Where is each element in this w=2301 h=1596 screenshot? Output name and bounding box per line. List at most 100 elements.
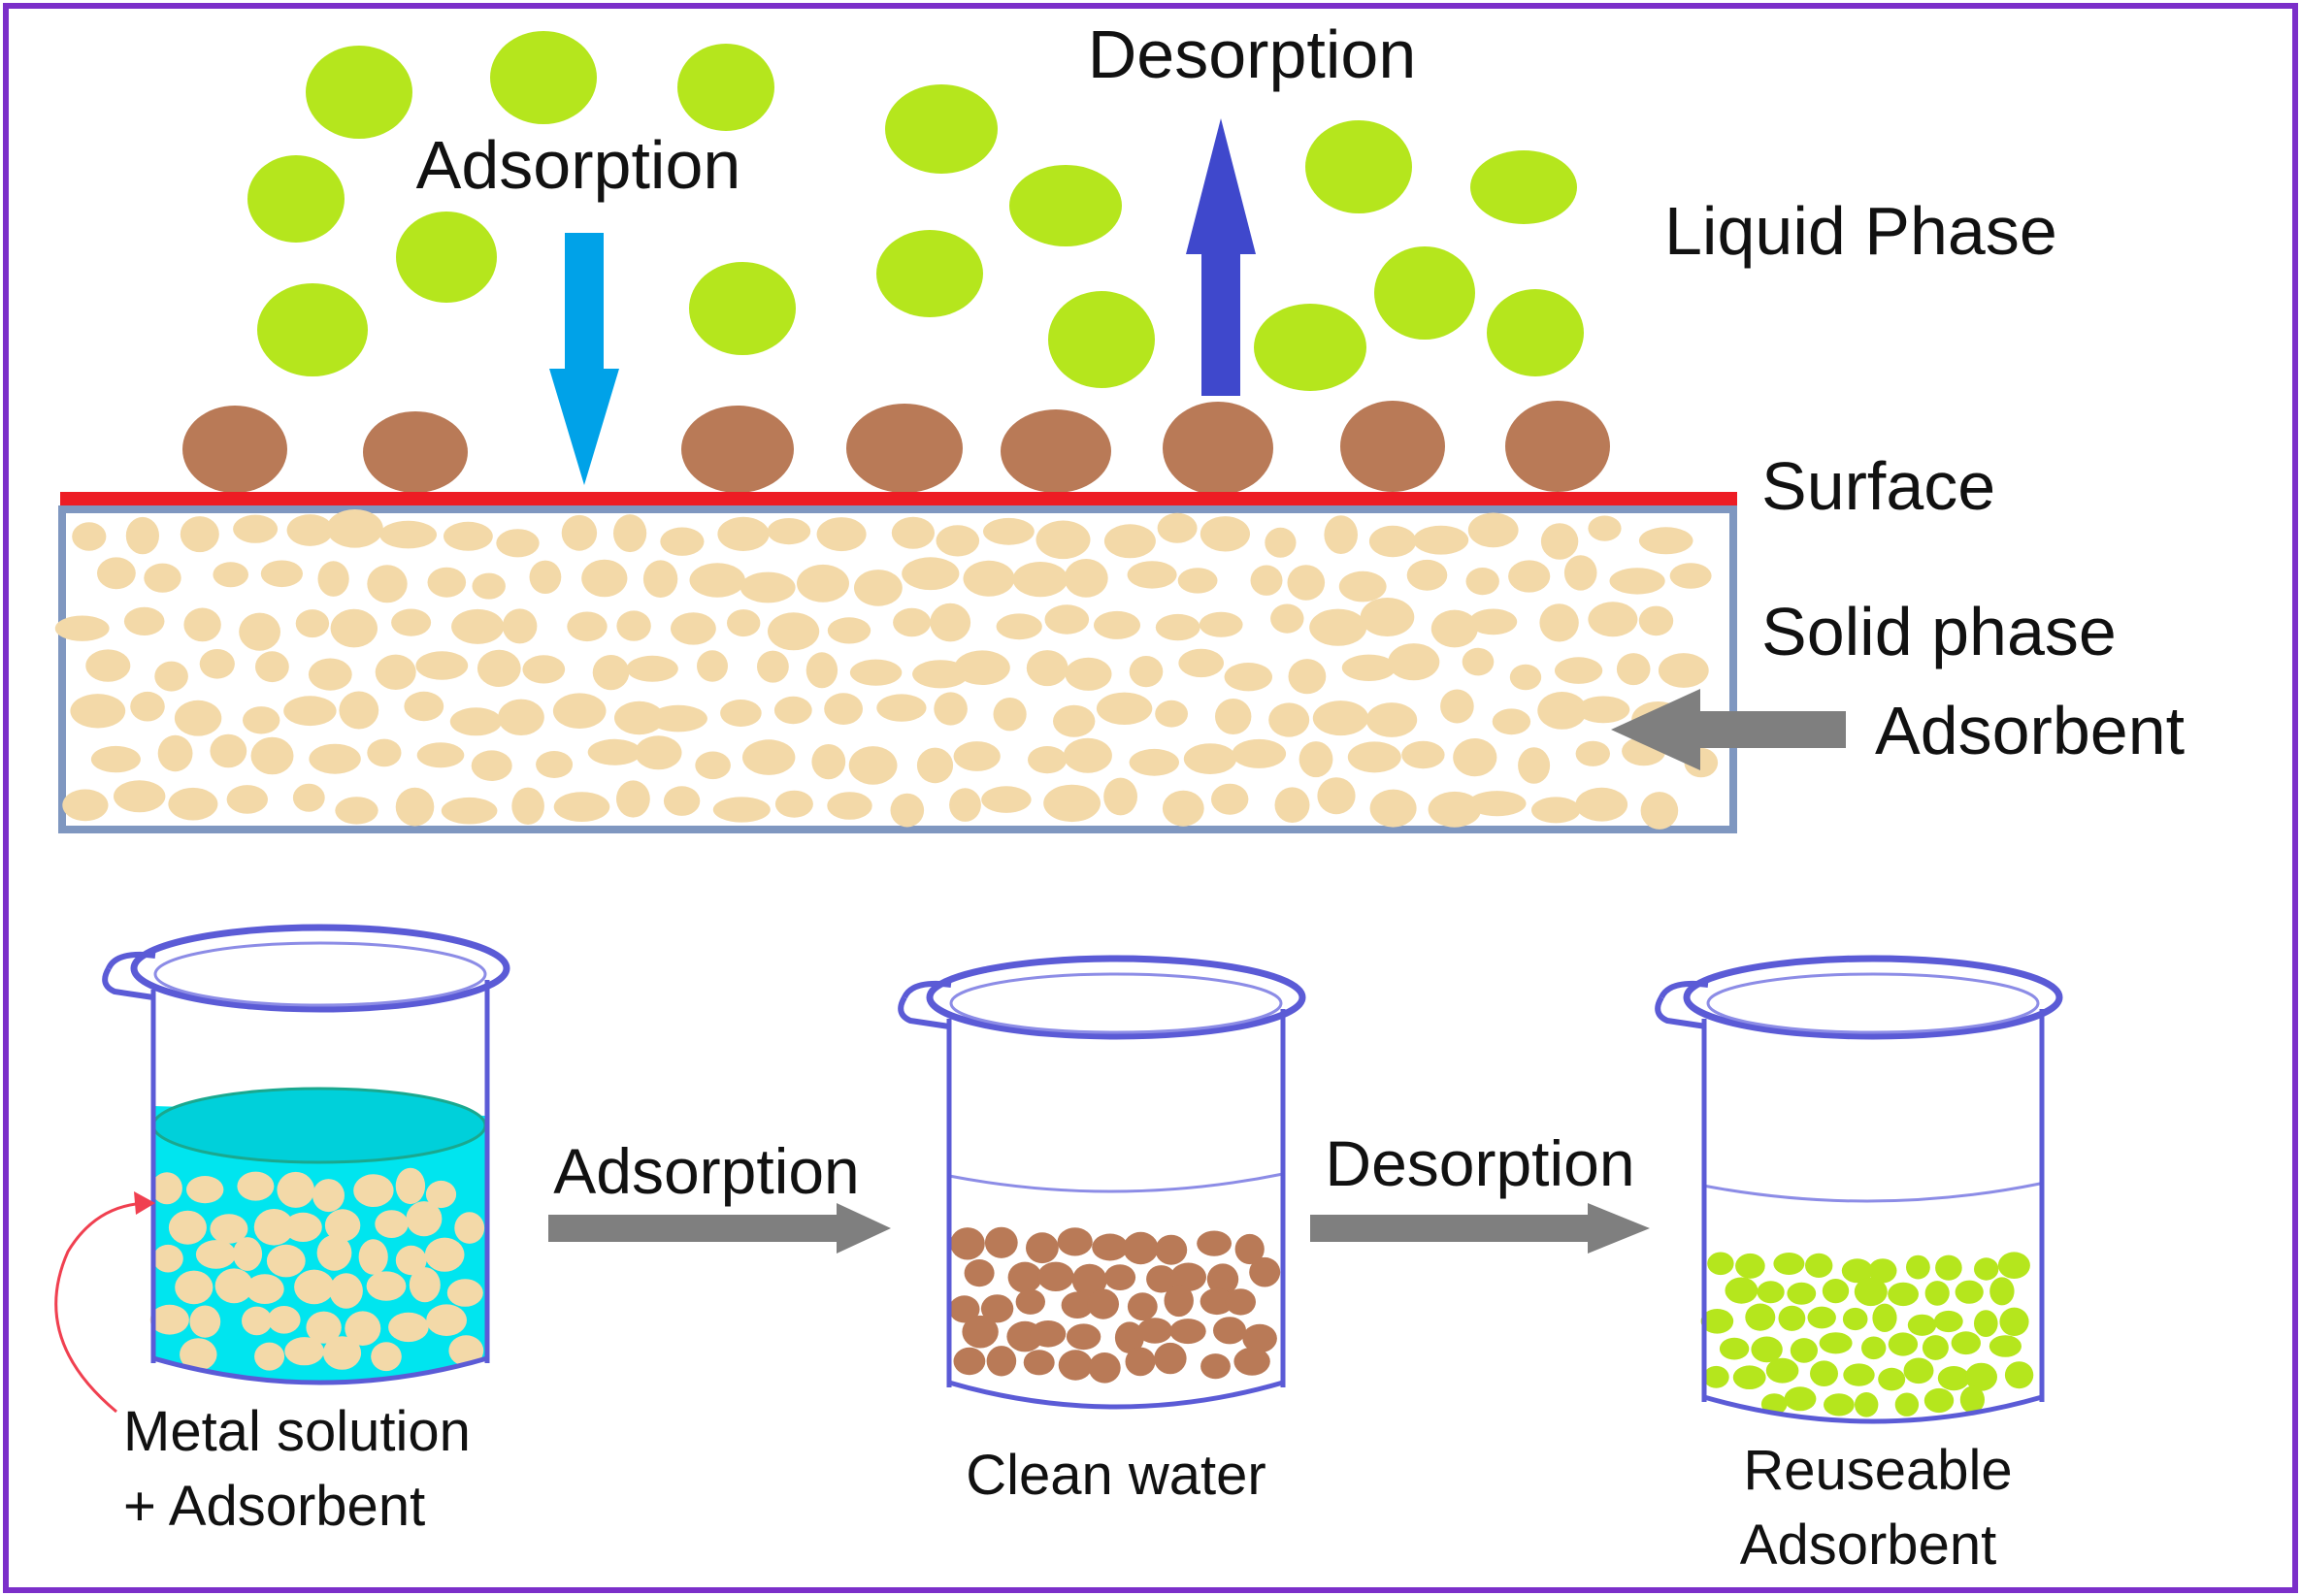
beaker-clean-water [898,955,1306,1410]
beaker1-particle [324,1209,361,1242]
solid-particle [1467,791,1527,817]
beaker1-caption-line2: + Adsorbent [123,1475,425,1538]
solid-particle [62,789,109,822]
solid-particle [581,559,628,598]
solid-particle [511,787,544,825]
beaker3-particle [1784,1386,1817,1412]
beaker3-particle [1778,1305,1806,1331]
beaker1-particle [180,1338,217,1371]
beaker1-particle [345,1311,381,1346]
solid-particle [1250,565,1283,596]
solid-particle [1094,610,1140,639]
beaker3-particle [1765,1357,1799,1384]
solid-particle [1347,741,1401,773]
solid-particle [54,615,110,641]
beaker3-particle [1923,1387,1955,1414]
beaker3-particle [1959,1385,1985,1414]
solid-particle [916,747,954,784]
beaker1-particle [353,1174,394,1207]
beaker3-particle [1974,1310,1998,1337]
beaker1-particle [406,1201,443,1237]
solid-particle [1537,692,1587,730]
beaker2-particle [1015,1288,1046,1315]
solid-particle [1103,524,1156,559]
beaker2-particle [1092,1233,1129,1261]
solid-particle [592,655,630,691]
solid-particle [649,704,707,733]
beaker3-particle [1824,1393,1855,1417]
solid-phase-label: Solid phase [1761,594,2117,669]
solid-particle [1178,648,1224,678]
solid-particle [1669,563,1712,589]
solid-particle [243,706,280,734]
beaker2-particle [953,1347,986,1376]
solid-particle [367,738,402,767]
beaker3-particle [1773,1253,1805,1275]
solid-particle [308,658,352,691]
solid-particle [1288,659,1327,695]
solid-particle [811,744,846,780]
solid-particle [1012,562,1068,598]
solid-particle [1026,650,1068,687]
beaker1-particle [242,1306,273,1336]
beaker2-particle [1136,1318,1173,1344]
solid-particle [1224,663,1273,692]
beaker-metal-solution [102,924,510,1385]
solid-particle [891,516,936,549]
beaker3-particle [1842,1307,1868,1331]
beaker1-particle [306,1311,342,1344]
solid-particle [1129,748,1180,776]
solid-particle [953,741,1001,771]
beaker2-particle [1164,1285,1194,1318]
solid-particle [97,557,136,590]
beaker3-particle [1805,1253,1833,1278]
solid-particle [727,609,761,637]
beaker2-particle [1104,1264,1136,1290]
solid-particle [1469,608,1518,635]
metal-solution-pointer-arrow [54,1191,155,1414]
beaker1-particle [375,1210,409,1238]
beaker1-particle [151,1172,182,1205]
solid-particle [213,562,248,588]
solid-particle [1453,738,1497,777]
solid-particle [614,700,665,735]
solid-particle [391,608,432,636]
solid-particle [934,692,968,726]
beaker2-particle [964,1259,995,1287]
solid-particle [1369,789,1417,828]
beaker1-particle [214,1268,253,1304]
solid-particle [1287,565,1326,601]
bottom-desorption-label: Desorption [1325,1127,1634,1199]
liquid-phase-label: Liquid Phase [1664,193,2057,269]
beaker1-particle [448,1335,484,1366]
beaker1-particle [254,1342,285,1371]
solid-particle [1312,700,1369,736]
beaker3-particle [2004,1361,2034,1389]
beaker3-particle [1878,1367,1906,1391]
solid-particle [114,780,166,813]
solid-particle [849,659,903,686]
solid-particle [1298,741,1333,778]
beaker1-particle [283,1212,322,1242]
solid-particle [199,649,235,679]
solid-particle [415,651,469,680]
solid-particle [367,565,408,603]
beaker-reusable-adsorbent [1655,955,2063,1424]
beaker3-particle [1935,1254,1962,1281]
beaker3-green-particles [1700,1252,2034,1417]
solid-particle [553,792,610,822]
beaker2-particle [1057,1227,1093,1256]
solid-particle [626,655,678,682]
solid-particle [233,514,279,543]
solid-particle [893,607,932,637]
solid-particle [427,567,467,598]
beaker2-particle [980,1294,1014,1323]
solid-particle [1492,708,1531,735]
solid-particle [144,563,181,593]
beaker2-particle [984,1226,1018,1258]
solid-particle [854,570,903,606]
beaker3-particle [1906,1254,1930,1280]
bottom-adsorption-label: Adsorption [553,1135,860,1207]
beaker1-particle [233,1237,263,1271]
beaker3-particle [1888,1282,1919,1307]
